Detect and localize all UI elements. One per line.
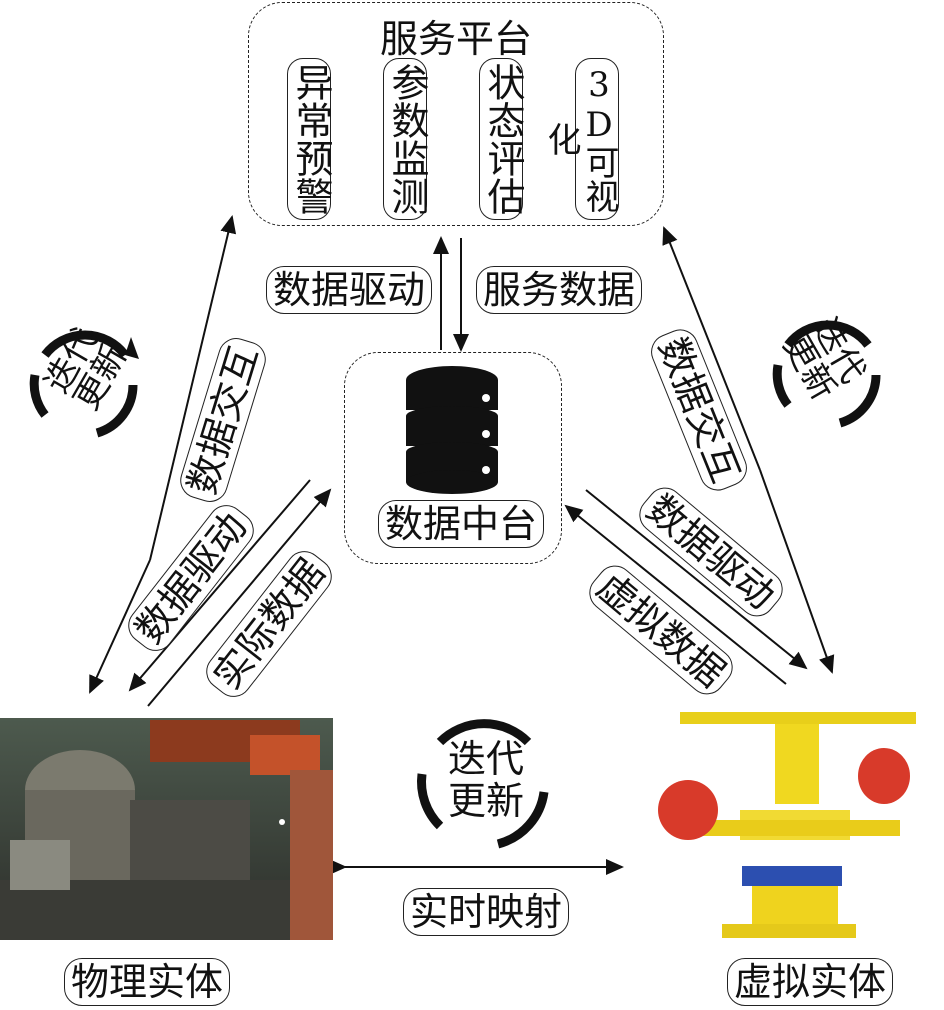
arrow-right-interaction-up xyxy=(662,226,761,471)
service-item-state-evaluation: 状态评估 xyxy=(479,58,525,220)
label-realtime-mapping: 实时映射 xyxy=(403,888,570,936)
arrow-left-interaction-down xyxy=(89,559,151,694)
cycle-icon-right xyxy=(772,320,881,428)
service-item-3d-visualization: 3D可视化 xyxy=(541,58,619,220)
arrow-left-data-driven xyxy=(128,479,311,692)
arrow-right-virtual-data xyxy=(564,504,787,685)
arrow-left-actual-data xyxy=(147,488,332,707)
cycle-icon-left xyxy=(29,330,139,438)
arrow-right-interaction-down xyxy=(759,469,835,674)
arrow-left-interaction-up xyxy=(149,215,237,561)
cycle-icon-bottom xyxy=(417,719,549,849)
service-platform-group xyxy=(248,2,664,226)
data-center-label: 数据中台 xyxy=(378,500,545,548)
arrow-right-data-driven xyxy=(585,489,808,670)
service-item-anomaly-warning: 异常预警 xyxy=(287,58,333,220)
service-platform-title: 服务平台 xyxy=(380,17,533,61)
data-center-group xyxy=(344,352,562,564)
label-data-driven-top: 数据驱动 xyxy=(266,266,433,314)
physical-entity-label: 物理实体 xyxy=(64,958,231,1006)
service-item-parameter-monitoring: 参数监测 xyxy=(383,58,429,220)
iteration-label-bottom: 迭代 更新 xyxy=(448,737,525,823)
label-service-data: 服务数据 xyxy=(476,266,643,314)
virtual-entity-label: 虚拟实体 xyxy=(727,958,894,1006)
